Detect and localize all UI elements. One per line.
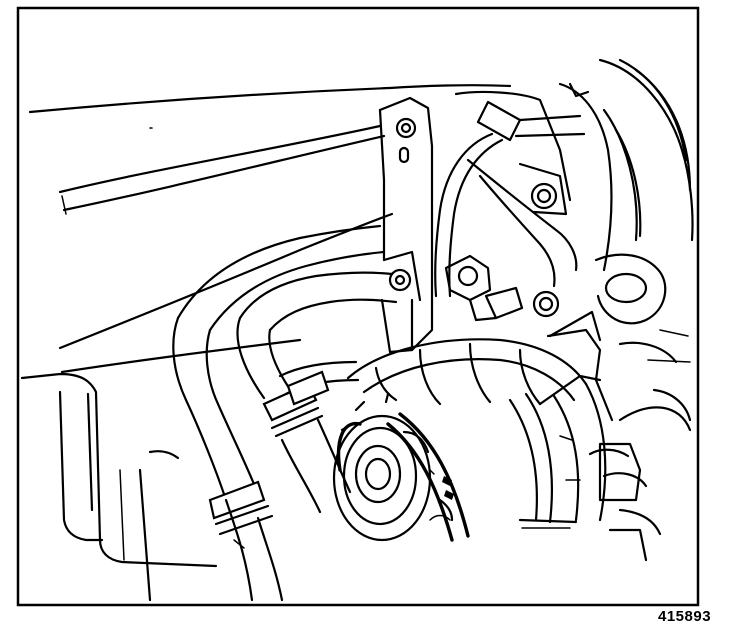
wire-harness: [434, 82, 613, 298]
sensor-connector: [444, 254, 560, 322]
generator: [346, 310, 614, 529]
intake-manifold: [454, 90, 578, 288]
coolant-hose: [278, 360, 360, 406]
drive-belt: [386, 412, 470, 542]
figure-number: 415893: [658, 608, 712, 625]
generator-pulley: [332, 392, 432, 542]
right-assembly: [588, 58, 694, 562]
detail-marks: [149, 127, 581, 521]
lower-housing: [20, 372, 218, 602]
figure-frame: [16, 6, 700, 607]
heater-hose-left: [172, 224, 386, 602]
